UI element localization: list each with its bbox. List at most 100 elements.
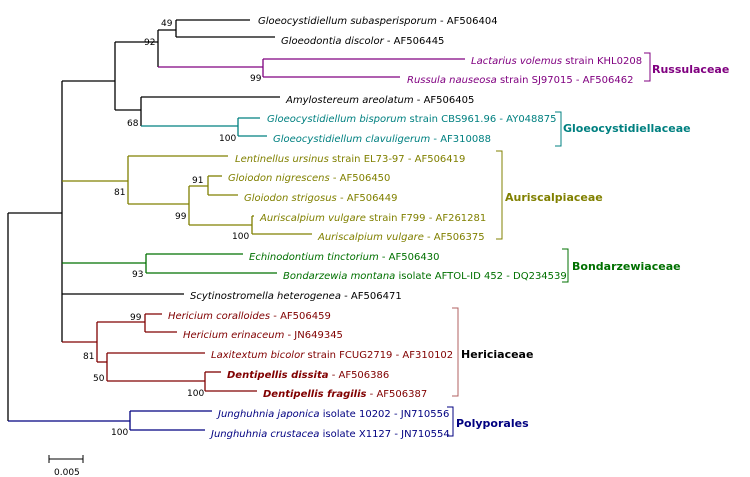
bootstrap-value: 91 <box>192 176 203 186</box>
taxon-species: Auriscalpium vulgare <box>317 232 424 243</box>
taxon-species: Dentipellis dissita <box>227 370 329 381</box>
taxon-species: Hericium erinaceum <box>183 330 285 341</box>
taxon-accession: - AF506404 <box>437 16 498 27</box>
taxon-species: Gloeocystidiellum subasperisporum <box>258 16 437 27</box>
taxon-label: Bondarzewia montana isolate AFTOL-ID 452… <box>283 271 567 282</box>
taxon-accession: strain CBS961.96 - AY048875 <box>406 114 556 125</box>
taxon-label: Dentipellis fragilis - AF506387 <box>263 389 427 400</box>
taxon-species: Gloiodon strigosus <box>244 193 337 204</box>
taxon-label: Russula nauseosa strain SJ97015 - AF5064… <box>407 75 633 86</box>
clade-name: Auriscalpiaceae <box>505 191 603 204</box>
scale-bar: 0.005 <box>48 455 84 477</box>
taxon-label: Gloiodon strigosus - AF506449 <box>244 193 398 204</box>
taxon-label: Auriscalpium vulgare strain F799 - AF261… <box>259 213 486 224</box>
clade-name: Hericiaceae <box>461 348 533 361</box>
taxon-accession: - AF506445 <box>384 36 445 47</box>
bootstrap-value: 92 <box>144 38 155 48</box>
taxon-accession: isolate X1127 - JN710554 <box>319 429 449 440</box>
bootstrap-value: 100 <box>111 428 128 438</box>
scale-bar-label: 0.005 <box>54 468 80 477</box>
clade-bracket <box>644 52 651 82</box>
taxon-accession: - AF506471 <box>341 291 402 302</box>
taxon-label: Dentipellis dissita - AF506386 <box>227 370 389 381</box>
taxon-species: Echinodontium tinctorium <box>249 252 379 263</box>
clade-bracket <box>447 406 454 437</box>
taxon-accession: - AF506450 <box>330 173 391 184</box>
taxon-accession: - AF506375 <box>424 232 485 243</box>
taxon-accession: strain FCUG2719 - AF310102 <box>304 350 453 361</box>
taxon-accession: - AF506386 <box>329 370 390 381</box>
taxon-species: Junghuhnia crustacea <box>209 429 319 440</box>
clade-name: Gloeocystidiellaceae <box>563 122 691 135</box>
taxon-accession: - AF506430 <box>379 252 440 263</box>
bootstrap-value: 93 <box>132 270 143 280</box>
taxon-species: Scytinostromella heterogenea <box>190 291 341 302</box>
taxon-accession: - AF506459 <box>270 311 331 322</box>
bootstrap-value: 50 <box>93 374 105 384</box>
taxon-species: Gloiodon nigrescens <box>228 173 330 184</box>
taxon-label: Auriscalpium vulgare - AF506375 <box>317 232 485 243</box>
clade-brackets: RussulaceaeGloeocystidiellaceaeAuriscalp… <box>447 52 729 437</box>
taxon-species: Lactarius volemus <box>471 56 562 67</box>
taxon-species: Dentipellis fragilis <box>263 389 367 400</box>
clade-name: Bondarzewiaceae <box>572 260 681 273</box>
taxon-species: Gloeocystidiellum bisporum <box>267 114 407 125</box>
taxon-label: Amylostereum areolatum - AF506405 <box>285 95 474 106</box>
taxon-species: Hericium coralloides <box>168 311 270 322</box>
taxon-label: Gloeocystidiellum subasperisporum - AF50… <box>258 16 498 27</box>
bootstrap-value: 49 <box>161 19 173 29</box>
bootstrap-value: 81 <box>83 352 94 362</box>
taxon-accession: - AF310088 <box>430 134 491 145</box>
taxon-accession: strain EL73-97 - AF506419 <box>329 154 466 165</box>
taxon-species: Lentinellus ursinus <box>235 154 329 165</box>
taxon-species: Gloeodontia discolor <box>281 36 385 47</box>
taxon-species: Russula nauseosa <box>407 75 497 86</box>
taxon-species: Amylostereum areolatum <box>285 95 414 106</box>
clade-bracket <box>562 248 569 283</box>
clade-name: Russulaceae <box>652 63 729 76</box>
taxon-label: Laxitextum bicolor strain FCUG2719 - AF3… <box>211 350 453 361</box>
bootstrap-value: 100 <box>219 134 236 144</box>
clade-bracket <box>452 307 459 397</box>
bootstrap-value: 99 <box>175 212 187 222</box>
taxon-label: Lentinellus ursinus strain EL73-97 - AF5… <box>235 154 465 165</box>
taxon-label: Gloeocystidiellum bisporum strain CBS961… <box>267 114 557 125</box>
taxon-accession: strain KHL0208 <box>562 56 642 67</box>
bootstrap-value: 81 <box>114 188 125 198</box>
taxon-label: Scytinostromella heterogenea - AF506471 <box>190 291 402 302</box>
bootstrap-value: 100 <box>187 389 204 399</box>
taxon-species: Laxitextum bicolor <box>211 350 305 361</box>
taxon-label: Gloeodontia discolor - AF506445 <box>281 36 444 47</box>
taxon-species: Gloeocystidiellum clavuligerum <box>273 134 431 145</box>
bootstrap-value: 100 <box>232 232 249 242</box>
taxon-accession: - JN649345 <box>284 330 343 341</box>
taxon-label: Gloiodon nigrescens - AF506450 <box>228 173 390 184</box>
taxon-accession: strain F799 - AF261281 <box>366 213 486 224</box>
taxon-species: Junghuhnia japonica <box>216 409 320 420</box>
taxon-labels: Gloeocystidiellum subasperisporum - AF50… <box>168 16 642 440</box>
taxon-label: Junghuhnia crustacea isolate X1127 - JN7… <box>209 429 450 440</box>
taxon-accession: isolate 10202 - JN710556 <box>320 409 450 420</box>
bootstrap-values: 49 92 99 68 100 81 91 99 100 93 99 81 50 100 100 <box>83 19 262 438</box>
taxon-accession: isolate AFTOL-ID 452 - DQ234539 <box>395 271 566 282</box>
clade-bracket <box>496 150 503 240</box>
tree-branches <box>7 19 465 431</box>
taxon-accession: - AF506405 <box>414 95 475 106</box>
bootstrap-value: 99 <box>250 74 262 84</box>
taxon-species: Auriscalpium vulgare <box>259 213 366 224</box>
taxon-accession: strain SJ97015 - AF506462 <box>497 75 634 86</box>
bootstrap-value: 99 <box>130 313 142 323</box>
taxon-species: Bondarzewia montana <box>283 271 395 282</box>
taxon-label: Hericium coralloides - AF506459 <box>168 311 331 322</box>
clade-name: Polyporales <box>456 417 529 430</box>
clade-bracket <box>555 111 562 147</box>
taxon-label: Lactarius volemus strain KHL0208 <box>471 56 642 67</box>
taxon-label: Hericium erinaceum - JN649345 <box>183 330 343 341</box>
taxon-label: Gloeocystidiellum clavuligerum - AF31008… <box>273 134 491 145</box>
taxon-accession: - AF506449 <box>337 193 398 204</box>
bootstrap-value: 68 <box>127 119 139 129</box>
taxon-label: Junghuhnia japonica isolate 10202 - JN71… <box>216 409 449 420</box>
taxon-accession: - AF506387 <box>367 389 428 400</box>
taxon-label: Echinodontium tinctorium - AF506430 <box>249 252 439 263</box>
